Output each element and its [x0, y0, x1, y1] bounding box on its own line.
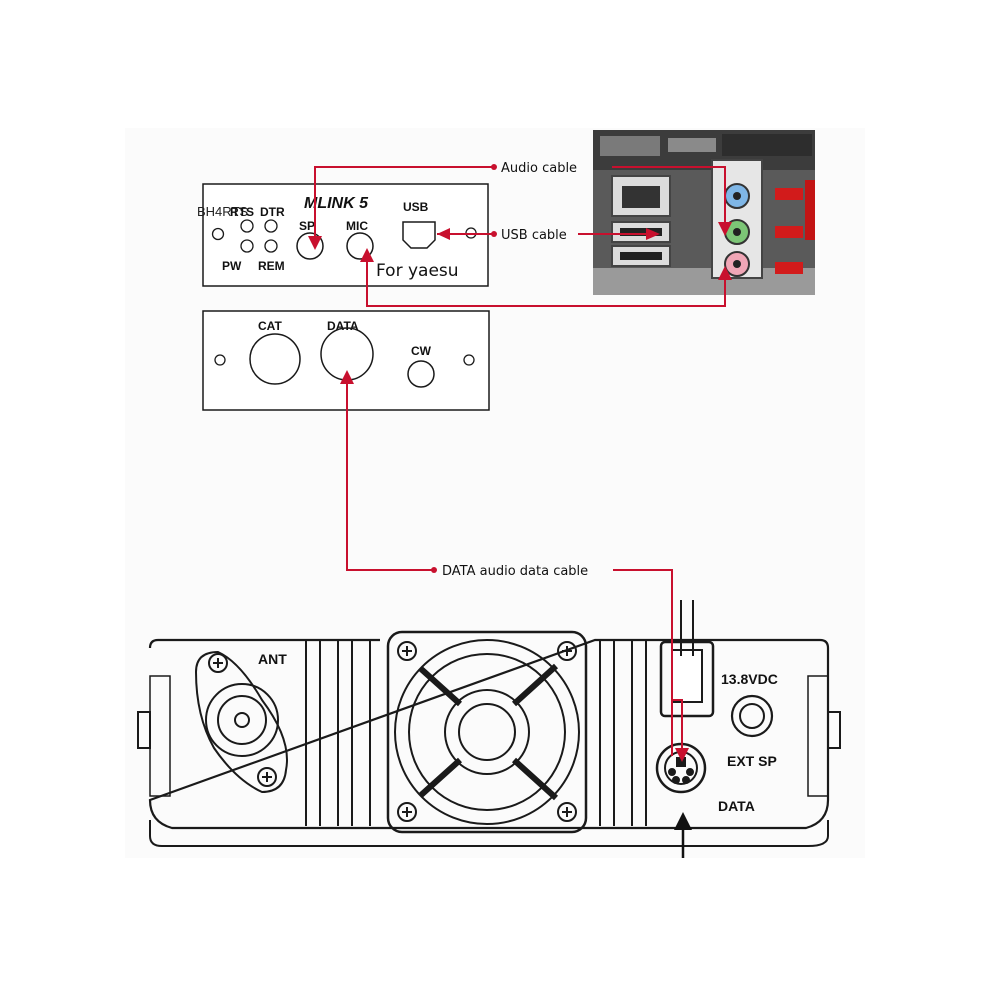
ant-screw-bottom: [257, 767, 277, 787]
audio-cable-caption: Audio cable: [501, 161, 577, 176]
audio-cable-line: [314, 166, 726, 238]
cw-port: [407, 360, 435, 388]
callsign-label: BH4RTS: [197, 204, 248, 219]
cat-port: [249, 333, 301, 385]
rear-mount-hole-right: [463, 354, 475, 366]
power-socket: [659, 640, 715, 718]
data-port-arrow: [674, 812, 692, 858]
data-cable-caption: DATA audio data cable: [442, 564, 588, 579]
motherboard-photo: [593, 130, 815, 295]
mic-cable-line: [366, 256, 726, 307]
fan-screw-br: [557, 802, 577, 822]
data-port-label: DATA: [327, 319, 359, 333]
fan-screw-bl: [397, 802, 417, 822]
usb-cable-arrow-left: [437, 228, 450, 240]
rts-led: [240, 219, 254, 233]
cooling-fan: [386, 630, 588, 834]
usb-label: USB: [403, 200, 429, 214]
usb-b-port: [402, 221, 436, 249]
rem-label: REM: [258, 259, 285, 273]
power-leads: [680, 600, 694, 656]
power-label: 13.8VDC: [721, 671, 778, 687]
data-cable-arrow-up: [340, 370, 354, 384]
pw-led: [240, 239, 254, 253]
sp-jack: [296, 232, 324, 260]
rts-label: RTS: [230, 205, 254, 219]
sp-cable-arrow: [308, 236, 322, 250]
radio-data-label: DATA: [718, 798, 755, 814]
sp-label: SP: [299, 219, 315, 233]
mlink-title: MLINK 5: [304, 195, 369, 212]
rear-mount-hole-left: [214, 354, 226, 366]
mic-cable-arrow-mb: [718, 266, 732, 280]
cable-arrowheads: [308, 222, 732, 762]
dtr-led: [264, 219, 278, 233]
mic-jack: [346, 232, 374, 260]
ant-mount-plate: [194, 650, 288, 794]
cw-label: CW: [411, 344, 432, 358]
dtr-label: DTR: [260, 205, 285, 219]
fan-screw-tr: [557, 641, 577, 661]
data-cable-arrow-down: [675, 748, 689, 762]
audio-cable-arrow: [718, 222, 732, 236]
cat-label: CAT: [258, 319, 282, 333]
ant-label: ANT: [258, 651, 287, 667]
rem-led: [264, 239, 278, 253]
cable-dots: [431, 164, 497, 573]
mlink-front-panel: MLINK 5 BH4RTS RTS DTR PW REM SP MIC USB…: [197, 183, 489, 287]
cable-lines: [314, 166, 726, 756]
ext-sp-label: EXT SP: [727, 753, 777, 769]
pw-label: PW: [222, 259, 242, 273]
led-mount-hole: [211, 227, 225, 241]
usb-cable-caption: USB cable: [501, 228, 567, 243]
ant-screw-top: [208, 653, 228, 673]
mic-cable-arrow-up: [360, 248, 374, 262]
usb-cable-arrow-right: [646, 228, 660, 240]
mlink-subtitle: For yaesu: [376, 261, 459, 281]
ext-sp-jack: [730, 694, 774, 738]
ant-connector: [205, 683, 279, 757]
mic-label: MIC: [346, 219, 368, 233]
fan-screw-tl: [397, 641, 417, 661]
